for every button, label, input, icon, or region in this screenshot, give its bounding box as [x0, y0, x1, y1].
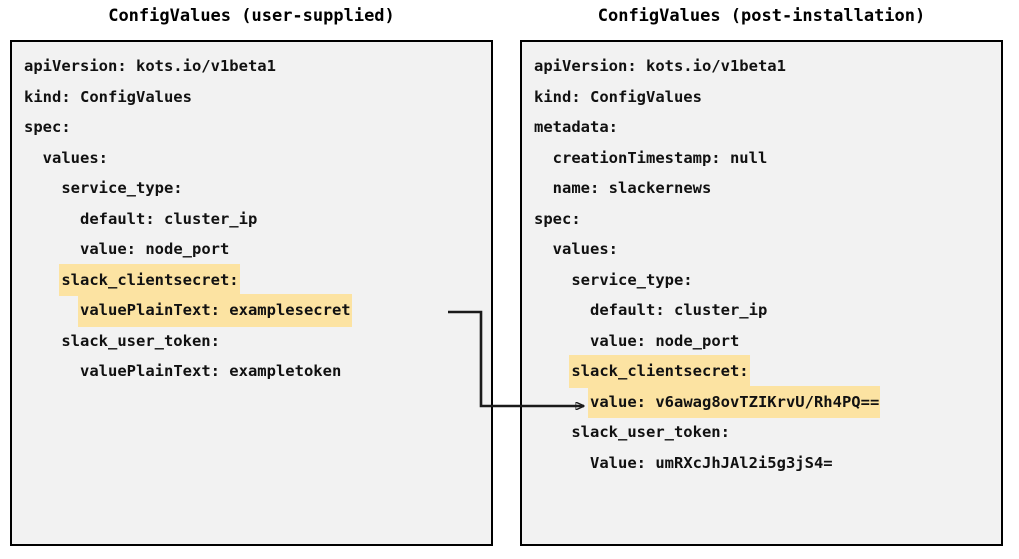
yaml-line: Value: umRXcJhJAl2i5g3jS4=: [522, 447, 1001, 478]
yaml-line: apiVersion: kots.io/v1beta1: [522, 50, 1001, 81]
left-yaml-code-block: apiVersion: kots.io/v1beta1 kind: ConfigV…: [12, 50, 491, 386]
yaml-line: apiVersion: kots.io/v1beta1: [12, 50, 491, 81]
yaml-line-text: default: cluster_ip: [80, 209, 258, 228]
yaml-line-text: default: cluster_ip: [590, 301, 768, 319]
yaml-line: default: cluster_ip: [12, 203, 491, 234]
yaml-indent: [22, 362, 78, 380]
yaml-line-text: Value: umRXcJhJAl2i5g3jS4=: [590, 453, 833, 472]
yaml-line: spec:: [12, 111, 491, 142]
yaml-line: service_type:: [522, 264, 1001, 295]
yaml-line: value: node_port: [522, 325, 1001, 356]
yaml-line-text: valuePlainText: examplesecret: [78, 294, 352, 327]
yaml-indent: [22, 240, 78, 258]
yaml-line-text: value: node_port: [80, 240, 230, 258]
yaml-indent: [532, 362, 569, 380]
yaml-line-text: kind: ConfigValues: [534, 87, 702, 106]
yaml-indent: [532, 179, 551, 197]
yaml-line: slack_user_token:: [12, 325, 491, 356]
yaml-line-text: metadata:: [534, 118, 618, 136]
yaml-line: value: node_port: [12, 233, 491, 264]
yaml-line-text: slack_clientsecret:: [569, 355, 750, 388]
yaml-line: kind: ConfigValues: [522, 81, 1001, 112]
yaml-line-text: service_type:: [571, 270, 693, 289]
yaml-line: values:: [12, 142, 491, 173]
left-yaml-panel: apiVersion: kots.io/v1beta1 kind: ConfigV…: [10, 40, 493, 546]
yaml-indent: [532, 149, 551, 167]
yaml-line-text: spec:: [24, 118, 71, 136]
right-yaml-code-block: apiVersion: kots.io/v1beta1 kind: ConfigV…: [522, 50, 1001, 477]
left-panel-title: ConfigValues (user-supplied): [108, 6, 395, 26]
yaml-indent: [22, 210, 78, 228]
yaml-indent: [22, 179, 59, 197]
yaml-line-text: value: node_port: [590, 331, 740, 350]
yaml-line: slack_user_token:: [522, 416, 1001, 447]
yaml-line: service_type:: [12, 172, 491, 203]
yaml-line-text: slack_user_token:: [61, 331, 220, 350]
yaml-line-text: spec:: [534, 209, 581, 228]
yaml-line-text: slack_user_token:: [571, 423, 730, 441]
yaml-indent: [22, 301, 78, 319]
yaml-indent: [532, 454, 588, 472]
yaml-line: name: slackernews: [522, 172, 1001, 203]
yaml-line-text: values:: [42, 148, 108, 167]
yaml-line-text: value: v6awag8ovTZIKrvU/Rh4PQ==: [588, 385, 881, 418]
yaml-line-text: name: slackernews: [552, 179, 712, 197]
yaml-line: valuePlainText: exampletoken: [12, 355, 491, 386]
yaml-line: valuePlainText: examplesecret: [12, 294, 491, 327]
yaml-line: default: cluster_ip: [522, 294, 1001, 325]
yaml-indent: [532, 423, 569, 441]
yaml-indent: [532, 332, 588, 350]
yaml-indent: [532, 301, 588, 319]
yaml-line-text: valuePlainText: exampletoken: [80, 362, 342, 380]
yaml-indent: [22, 332, 59, 350]
yaml-line: metadata:: [522, 111, 1001, 142]
yaml-line: value: v6awag8ovTZIKrvU/Rh4PQ==: [522, 385, 1001, 418]
yaml-line: spec:: [522, 203, 1001, 234]
yaml-indent: [22, 149, 41, 167]
yaml-indent: [22, 271, 59, 289]
yaml-line-text: kind: ConfigValues: [24, 87, 192, 106]
yaml-line-text: creationTimestamp: null: [552, 148, 768, 167]
yaml-indent: [532, 393, 588, 411]
yaml-line: creationTimestamp: null: [522, 142, 1001, 173]
yaml-line: kind: ConfigValues: [12, 81, 491, 112]
yaml-indent: [532, 240, 551, 258]
yaml-line-text: service_type:: [61, 179, 183, 197]
yaml-line: slack_clientsecret:: [522, 355, 1001, 388]
yaml-line: slack_clientsecret:: [12, 263, 491, 296]
yaml-line-text: slack_clientsecret:: [59, 263, 240, 296]
yaml-line: values:: [522, 233, 1001, 264]
right-panel-title: ConfigValues (post-installation): [597, 6, 926, 26]
yaml-line-text: values:: [552, 240, 618, 258]
yaml-line-text: apiVersion: kots.io/v1beta1: [534, 57, 786, 75]
right-yaml-panel: apiVersion: kots.io/v1beta1 kind: ConfigV…: [520, 40, 1003, 546]
yaml-line-text: apiVersion: kots.io/v1beta1: [24, 57, 276, 75]
yaml-indent: [532, 271, 569, 289]
